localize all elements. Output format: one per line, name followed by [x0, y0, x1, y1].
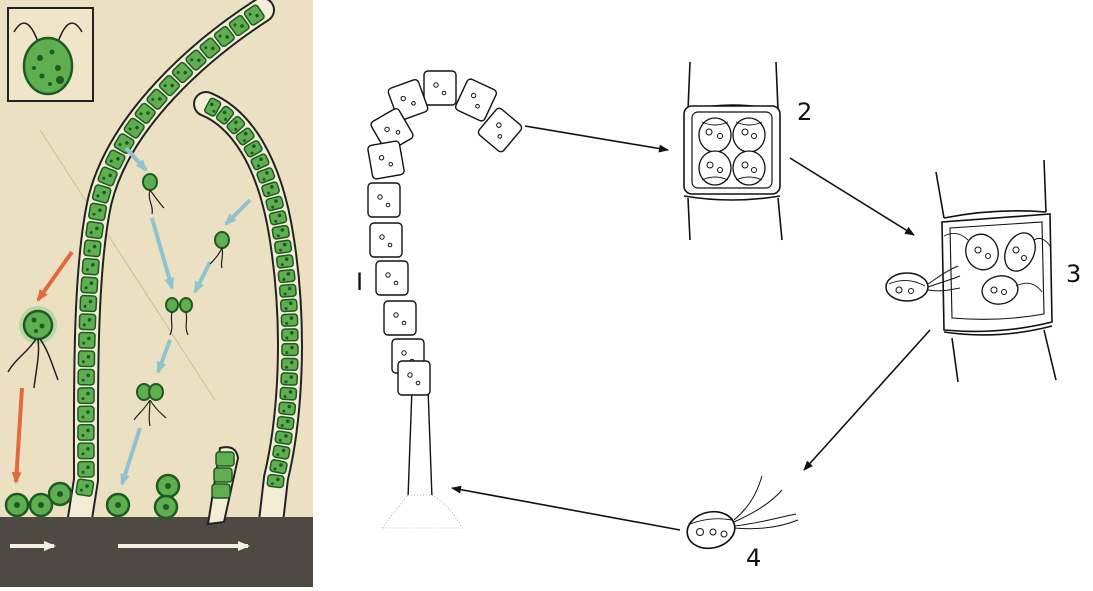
line-diagram-panel: I 2	[356, 62, 1081, 572]
filament-cell	[281, 373, 298, 385]
filament-cell	[367, 140, 404, 179]
filament-cell	[398, 361, 430, 395]
filament-cell	[78, 351, 94, 367]
arrow-4-to-1	[452, 488, 680, 530]
filament-cell	[280, 387, 297, 400]
arrow-3-to-4	[804, 330, 930, 470]
filament-cell	[272, 225, 290, 239]
stage-2-cell	[684, 62, 782, 240]
filament-cell	[80, 295, 97, 311]
filament-cell	[279, 284, 296, 297]
filament-cell	[88, 203, 107, 221]
stage-3-label: 3	[1066, 260, 1081, 288]
filament-cell	[86, 221, 104, 238]
stage-3-cell	[936, 160, 1056, 382]
filament-cell	[79, 314, 96, 330]
stage-1-filament	[367, 71, 523, 528]
stage-1-label: I	[356, 268, 363, 296]
filament-cell	[76, 479, 94, 497]
filament-cell	[84, 240, 102, 257]
filament-cell	[384, 301, 416, 335]
stage-4-label: 4	[746, 544, 761, 572]
holdfast-base	[382, 495, 462, 528]
filament-cell	[281, 314, 297, 326]
filament-cell	[82, 258, 99, 275]
filament-cell	[424, 71, 456, 105]
arrow-1-to-2	[525, 126, 668, 150]
filament-cell	[78, 369, 94, 385]
holdfast-stalk	[408, 388, 432, 498]
filament-cell	[282, 358, 298, 370]
filament-cell	[276, 255, 293, 269]
filament-cell	[281, 299, 298, 312]
filament-cell	[282, 329, 298, 341]
filament-cell	[78, 425, 94, 440]
filament-cell	[278, 269, 295, 282]
filament-cell	[277, 416, 294, 430]
filament-cell	[279, 402, 296, 415]
colored-illustration-panel	[0, 0, 313, 587]
filament-cell	[282, 344, 298, 356]
filament-cell	[272, 445, 290, 459]
substrate-ground	[0, 517, 313, 587]
filament-cell	[79, 332, 95, 348]
filament-cell	[368, 183, 400, 217]
stage-4-zoospore	[684, 476, 798, 553]
filament-cell	[81, 277, 98, 293]
filament-cell	[376, 261, 408, 295]
filament-cell	[269, 210, 287, 225]
filament-cell	[270, 459, 288, 474]
filament-cell	[92, 184, 112, 203]
filament-cell	[267, 474, 284, 487]
filament-cell	[370, 223, 402, 257]
filament-cell	[275, 431, 293, 445]
stage-2-label: 2	[797, 98, 812, 126]
filament-cell	[78, 388, 94, 404]
arrow-2-to-3	[790, 158, 914, 235]
zoospore-inset	[8, 8, 93, 101]
germinating-spore	[24, 311, 52, 339]
filament-cell	[78, 462, 94, 477]
filament-cell	[78, 443, 94, 458]
filament-cell	[78, 406, 94, 421]
filament-cell	[274, 240, 292, 254]
